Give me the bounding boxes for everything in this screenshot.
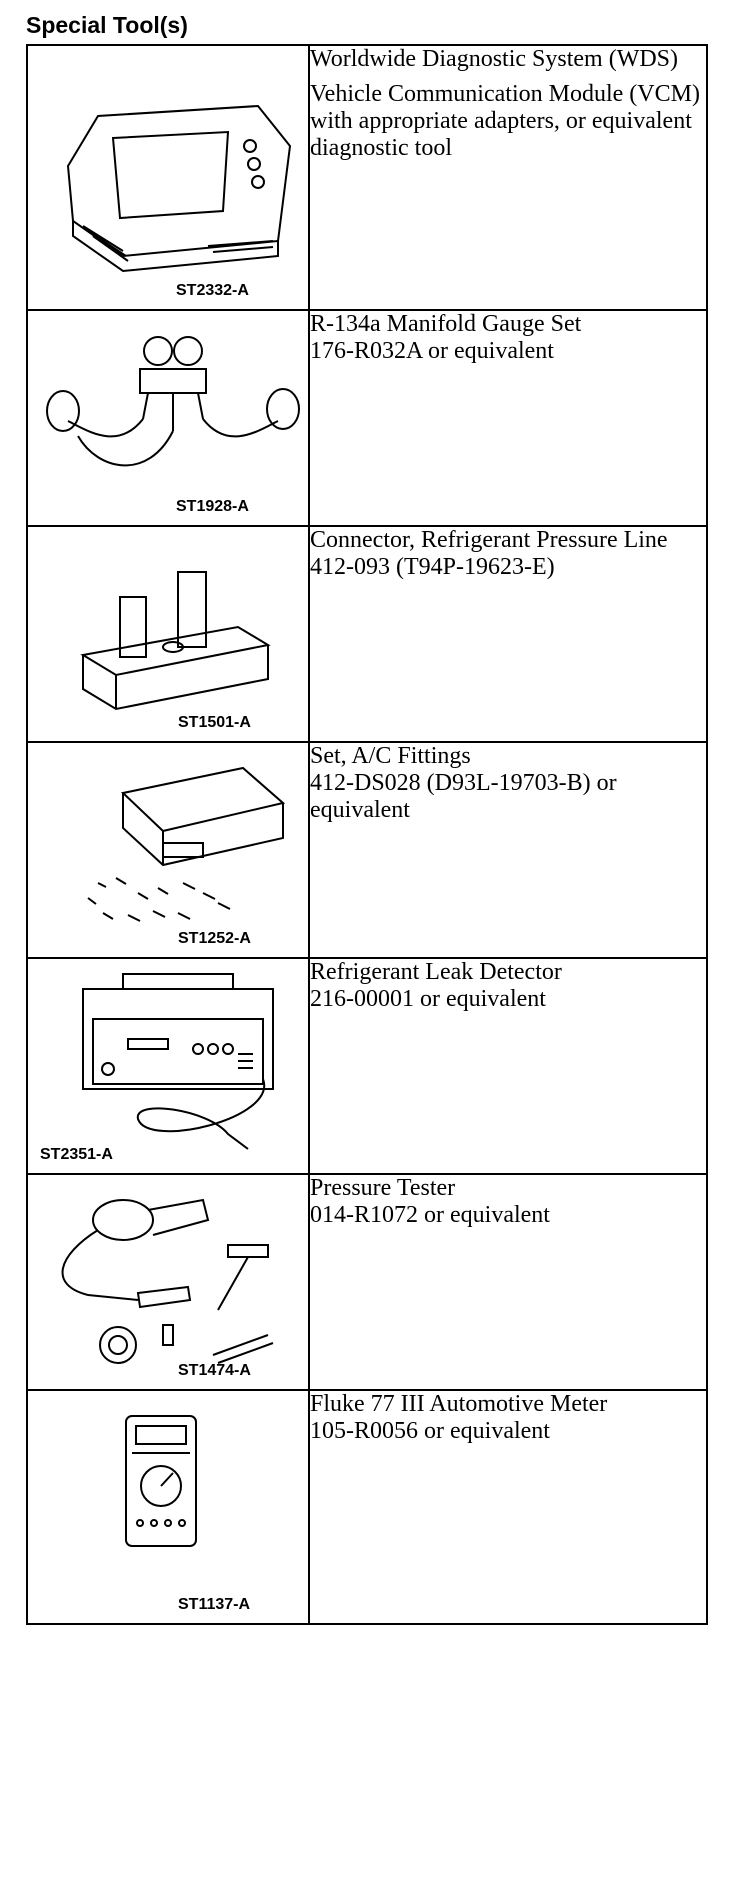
tool-description: Worldwide Diagnostic System (WDS) Vehicl… bbox=[308, 44, 708, 311]
pressure-tester-icon bbox=[61, 1198, 274, 1364]
page-title: Special Tool(s) bbox=[26, 12, 188, 38]
table-row: ST2351-A Refrigerant Leak Detector 216-0… bbox=[26, 957, 708, 1175]
tool-description-line: Pressure Tester bbox=[310, 1175, 456, 1201]
tool-description: Refrigerant Leak Detector 216-00001 or e… bbox=[308, 957, 708, 1175]
tool-image-cell: ST1928-A bbox=[26, 309, 310, 527]
tool-description-line: R-134a Manifold Gauge Set bbox=[310, 311, 582, 337]
table-row: ST2332-A Worldwide Diagnostic System (WD… bbox=[26, 44, 708, 311]
tool-image-cell: ST2332-A bbox=[26, 44, 310, 311]
tool-description: Connector, Refrigerant Pressure Line 412… bbox=[308, 525, 708, 743]
tool-code: ST1252-A bbox=[178, 930, 251, 947]
tool-description: Pressure Tester 014-R1072 or equivalent bbox=[308, 1173, 708, 1391]
table-row: ST1137-A Fluke 77 III Automotive Meter 1… bbox=[26, 1389, 708, 1625]
tool-description: Fluke 77 III Automotive Meter 105-R0056 … bbox=[308, 1389, 708, 1625]
leak-detector-icon bbox=[82, 973, 274, 1150]
tool-code: ST1928-A bbox=[176, 498, 249, 515]
tool-image-cell: ST1474-A bbox=[26, 1173, 310, 1391]
tool-image-cell: ST1501-A bbox=[26, 525, 310, 743]
tool-image-cell: ST2351-A bbox=[26, 957, 310, 1175]
manifold-gauge-icon bbox=[46, 336, 300, 467]
tool-code: ST2332-A bbox=[176, 282, 249, 299]
tool-code: ST2351-A bbox=[40, 1146, 113, 1163]
tool-code: ST1474-A bbox=[178, 1362, 251, 1379]
multimeter-icon bbox=[125, 1415, 197, 1547]
diagnostic-tablet-icon bbox=[66, 104, 292, 273]
tool-description-line: Set, A/C Fittings bbox=[310, 743, 471, 769]
tool-image-cell: ST1252-A bbox=[26, 741, 310, 959]
table-row: ST1501-A Connector, Refrigerant Pressure… bbox=[26, 525, 708, 743]
fittings-case-icon bbox=[87, 766, 286, 922]
table-row: ST1252-A Set, A/C Fittings 412-DS028 (D9… bbox=[26, 741, 708, 959]
tool-description-line: 105-R0056 or equivalent bbox=[310, 1418, 550, 1444]
tool-code: ST1501-A bbox=[178, 714, 251, 731]
tool-description-line: Worldwide Diagnostic System (WDS) bbox=[310, 46, 679, 72]
pressure-line-connector-icon bbox=[80, 571, 271, 711]
tool-description-line: 216-00001 or equivalent bbox=[310, 986, 546, 1012]
tool-description-line: Refrigerant Leak Detector bbox=[310, 959, 562, 985]
tool-description-line: 176-R032A or equivalent bbox=[310, 338, 554, 364]
tool-description-line: Vehicle Communication Module (VCM) with … bbox=[310, 81, 700, 161]
tool-description-line: 412-DS028 (D93L-19703-B) or equivalent bbox=[310, 770, 617, 823]
tool-description-line: 014-R1072 or equivalent bbox=[310, 1202, 550, 1228]
tool-description: Set, A/C Fittings 412-DS028 (D93L-19703-… bbox=[308, 741, 708, 959]
special-tools-table: ST2332-A Worldwide Diagnostic System (WD… bbox=[26, 44, 708, 1625]
tool-description-line: Fluke 77 III Automotive Meter bbox=[310, 1391, 608, 1417]
table-row: ST1928-A R-134a Manifold Gauge Set 176-R… bbox=[26, 309, 708, 527]
tool-description-line: 412-093 (T94P-19623-E) bbox=[310, 554, 555, 580]
table-row: ST1474-A Pressure Tester 014-R1072 or eq… bbox=[26, 1173, 708, 1391]
tool-code: ST1137-A bbox=[178, 1596, 251, 1613]
tool-description-line: Connector, Refrigerant Pressure Line bbox=[310, 527, 668, 553]
tool-image-cell: ST1137-A bbox=[26, 1389, 310, 1625]
tool-description: R-134a Manifold Gauge Set 176-R032A or e… bbox=[308, 309, 708, 527]
